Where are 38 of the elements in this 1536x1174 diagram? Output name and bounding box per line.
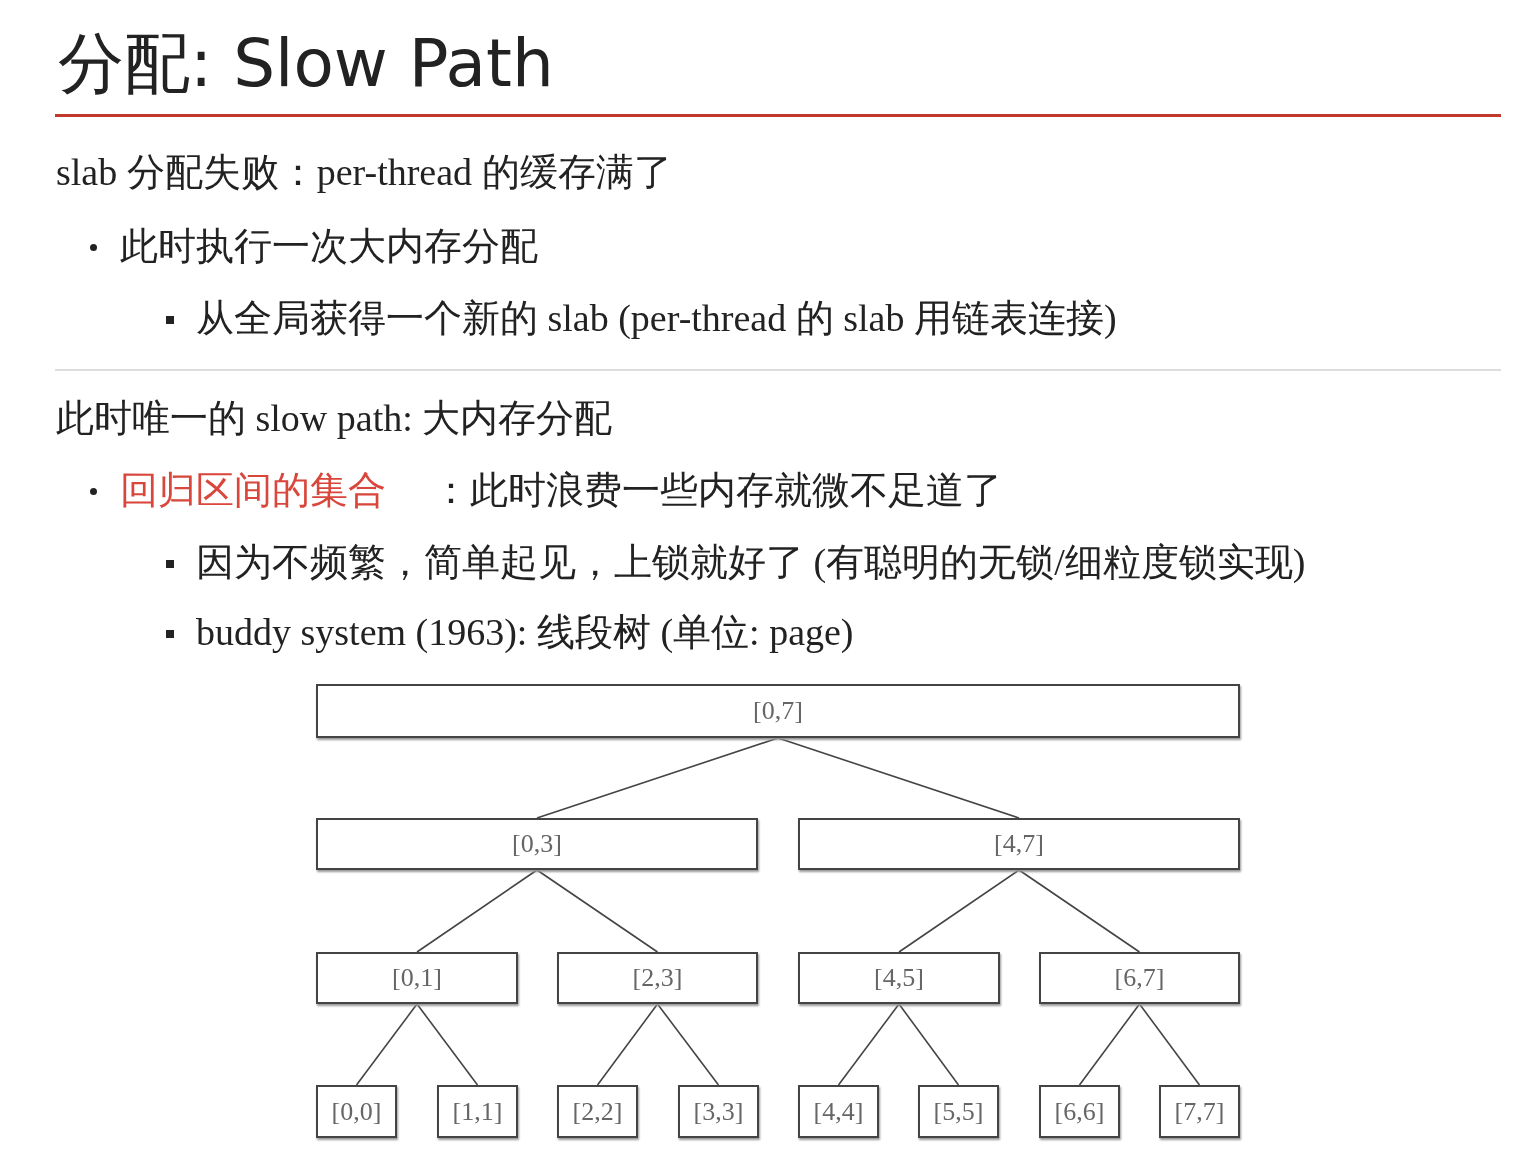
segment-box: [0,1] (316, 952, 518, 1004)
tree-line (837, 1003, 900, 1086)
slide-title: 分配: Slow Path (58, 24, 554, 104)
tree-line (416, 869, 538, 953)
bullet-text: ：此时浪费一些内存就微不足道了 (432, 468, 1002, 513)
segment-box: [4,4] (798, 1085, 879, 1138)
bullet-text: slab 分配失败：per-thread 的缓存满了 (56, 150, 672, 195)
tree-line (1018, 869, 1141, 953)
bullet-text: 此时执行一次大内存分配 (120, 224, 538, 269)
bullet-text: buddy system (1963): 线段树 (单位: page) (196, 610, 854, 655)
segment-box: [6,6] (1039, 1085, 1120, 1138)
tree-line (536, 737, 779, 819)
tree-line (898, 1003, 960, 1086)
segment-box: [0,0] (316, 1085, 397, 1138)
tree-line (355, 1003, 418, 1086)
segment-box: [5,5] (918, 1085, 999, 1138)
segment-box: [2,3] (557, 952, 758, 1004)
tree-line (596, 1003, 659, 1086)
segment-box: [3,3] (678, 1085, 759, 1138)
segment-box: [0,7] (316, 684, 1240, 738)
bullet-text: 回归区间的集合 (120, 468, 386, 513)
tree-line (416, 1003, 479, 1086)
segment-box: [6,7] (1039, 952, 1240, 1004)
bullet-text: 此时唯一的 slow path: 大内存分配 (56, 396, 613, 441)
segment-box: [0,3] (316, 818, 758, 870)
segment-box: [1,1] (437, 1085, 518, 1138)
tree-line (656, 1003, 720, 1086)
bullet-text: 因为不频繁，简单起见，上锁就好了 (有聪明的无锁/细粒度锁实现) (196, 540, 1306, 585)
tree-line (777, 737, 1020, 819)
segment-box: [4,7] (798, 818, 1240, 870)
segment-box: [2,2] (557, 1085, 638, 1138)
tree-line (898, 869, 1020, 953)
bullet-text: 从全局获得一个新的 slab (per-thread 的 slab 用链表连接) (196, 296, 1117, 341)
tree-line (1078, 1003, 1141, 1086)
segment-box: [7,7] (1159, 1085, 1240, 1138)
tree-line (1138, 1003, 1201, 1086)
segment-box: [4,5] (798, 952, 1000, 1004)
tree-line (536, 869, 659, 953)
